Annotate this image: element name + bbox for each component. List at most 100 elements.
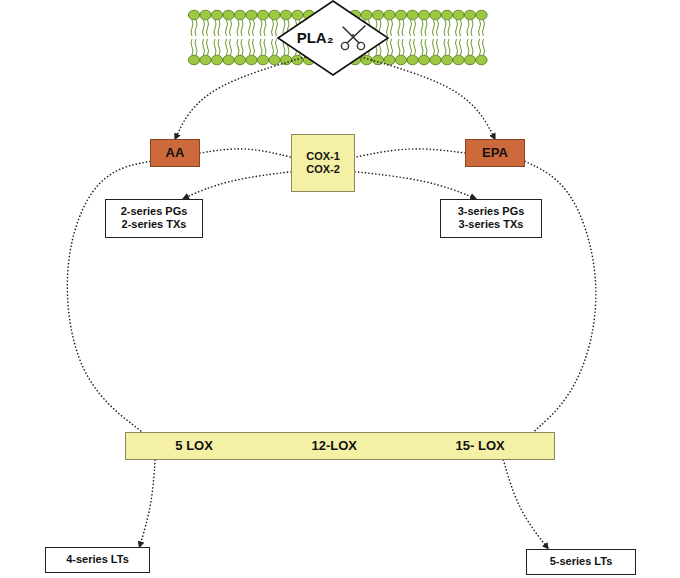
node-text: AA: [166, 145, 185, 161]
product-box: 3-series PGs 3-series TXs: [440, 199, 542, 238]
lipid-head: [407, 55, 418, 65]
lipid-tail: [214, 39, 216, 55]
lipid-head: [464, 10, 475, 20]
dotted-arrow: [183, 172, 291, 199]
lipid-head: [395, 10, 406, 20]
diamond-shape: [278, 1, 388, 75]
dotted-arrow: [355, 149, 465, 157]
dotted-arrow: [361, 57, 495, 139]
lipid-tail: [218, 39, 220, 55]
lipid-tail: [410, 20, 412, 36]
lipid-head: [257, 10, 268, 20]
node-text: 5 LOX: [175, 438, 213, 454]
node-text: 15- LOX: [456, 438, 505, 454]
lipid-tail: [264, 20, 266, 36]
lipid-tail: [237, 39, 239, 55]
product-box: 5-series LTs: [526, 549, 636, 575]
lipid-tail: [207, 39, 209, 55]
lipid-tail: [421, 39, 423, 55]
lipid-tail: [260, 20, 262, 36]
lipid-tail: [456, 39, 458, 55]
lipid-tail: [195, 20, 197, 36]
lipid-tail: [207, 20, 209, 36]
lipid-tail: [226, 20, 228, 36]
lipid-tail: [414, 20, 416, 36]
lipid-tail: [483, 20, 485, 36]
lipid-tail: [471, 39, 473, 55]
node-text: 12-LOX: [311, 438, 357, 454]
lipid-head: [372, 10, 383, 20]
lipid-tail: [471, 20, 473, 36]
lipid-tail: [398, 39, 400, 55]
lipid-tail: [195, 39, 197, 55]
lipid-tail: [460, 39, 462, 55]
lipid-tail: [433, 20, 435, 36]
lipid-head: [200, 10, 211, 20]
lipid-tail: [402, 20, 404, 36]
dotted-arrow: [503, 460, 548, 549]
lipid-head: [223, 55, 234, 65]
lipid-tail: [402, 39, 404, 55]
lipid-head: [257, 55, 268, 65]
lipid-tail: [226, 39, 228, 55]
lipid-tail: [467, 20, 469, 36]
node-text: 3-series PGs 3-series TXs: [455, 205, 527, 231]
lipid-tail: [444, 39, 446, 55]
product-box: 2-series PGs 2-series TXs: [105, 199, 203, 238]
lipid-tail: [437, 20, 439, 36]
node-text: 4-series LTs: [66, 553, 129, 566]
lipid-head: [211, 55, 222, 65]
lipid-tail: [398, 20, 400, 36]
lipid-head: [407, 10, 418, 20]
lipid-tail: [387, 20, 389, 36]
lipid-tail: [203, 39, 205, 55]
lipid-head: [223, 10, 234, 20]
enzyme-diamond: PLA₂: [277, 0, 389, 76]
lipid-tail: [425, 20, 427, 36]
lipid-tail: [387, 39, 389, 55]
lipid-tail: [237, 20, 239, 36]
lipid-head: [384, 10, 395, 20]
lipid-tail: [191, 20, 193, 36]
lipid-tail: [391, 39, 393, 55]
lipid-head: [211, 10, 222, 20]
lipid-tail: [437, 39, 439, 55]
lipid-tail: [249, 20, 251, 36]
lipid-tail: [260, 39, 262, 55]
lipid-head: [395, 55, 406, 65]
lipid-tail: [460, 20, 462, 36]
lipid-head: [418, 10, 429, 20]
dotted-arrow: [175, 57, 305, 139]
lipid-tail: [264, 39, 266, 55]
lipid-tail: [272, 20, 274, 36]
lipid-tail: [253, 39, 255, 55]
lipid-tail: [456, 20, 458, 36]
enzyme-band: 5 LOX 12-LOX 15- LOX: [125, 432, 555, 460]
lipid-head: [476, 55, 487, 65]
lipid-head: [476, 10, 487, 20]
lipid-head: [453, 55, 464, 65]
lipid-head: [246, 10, 257, 20]
node-text: COX-1 COX-2: [303, 150, 343, 176]
lipid-head: [418, 55, 429, 65]
lipid-tail: [421, 20, 423, 36]
lipid-tail: [203, 20, 205, 36]
lipid-tail: [448, 20, 450, 36]
lipid-head: [269, 10, 280, 20]
lipid-head: [292, 10, 303, 20]
lipid-tail: [467, 39, 469, 55]
lipid-tail: [249, 39, 251, 55]
scissors-icon: [341, 26, 365, 50]
lipid-tail: [191, 39, 193, 55]
lipid-head: [234, 10, 245, 20]
lipid-tail: [483, 39, 485, 55]
lipid-tail: [241, 39, 243, 55]
lipid-tail: [253, 20, 255, 36]
enzyme-box: COX-1 COX-2: [291, 134, 355, 192]
lipid-tail: [444, 20, 446, 36]
lipid-head: [361, 10, 372, 20]
fatty-acid-box: AA: [150, 139, 200, 167]
